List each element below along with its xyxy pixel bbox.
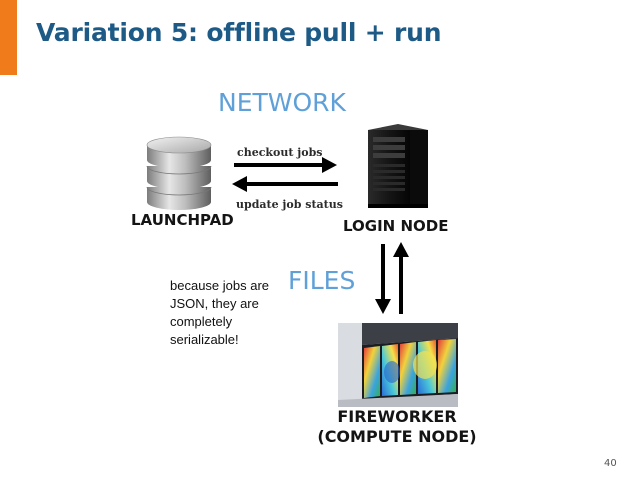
files-up-arrow [393, 242, 409, 314]
checkout-arrow [234, 157, 337, 173]
database-icon [146, 136, 212, 210]
files-label: FILES [288, 266, 356, 295]
serializable-note: because jobs are JSON, they are complete… [170, 278, 270, 347]
supercomputer-icon [338, 323, 458, 407]
accent-bar [0, 0, 17, 75]
checkout-jobs-label: checkout jobs [237, 146, 323, 159]
login-node-label: LOGIN NODE [343, 217, 449, 235]
network-label: NETWORK [218, 88, 346, 117]
fireworker-label: FIREWORKER (COMPUTE NODE) [317, 407, 477, 446]
server-tower-icon [368, 124, 428, 208]
page-number: 40 [604, 458, 617, 469]
files-down-arrow [375, 244, 391, 314]
slide-title: Variation 5: offline pull + run [36, 18, 442, 47]
update-arrow [232, 176, 338, 192]
launchpad-label: LAUNCHPAD [131, 211, 234, 229]
update-job-status-label: update job status [236, 198, 343, 211]
